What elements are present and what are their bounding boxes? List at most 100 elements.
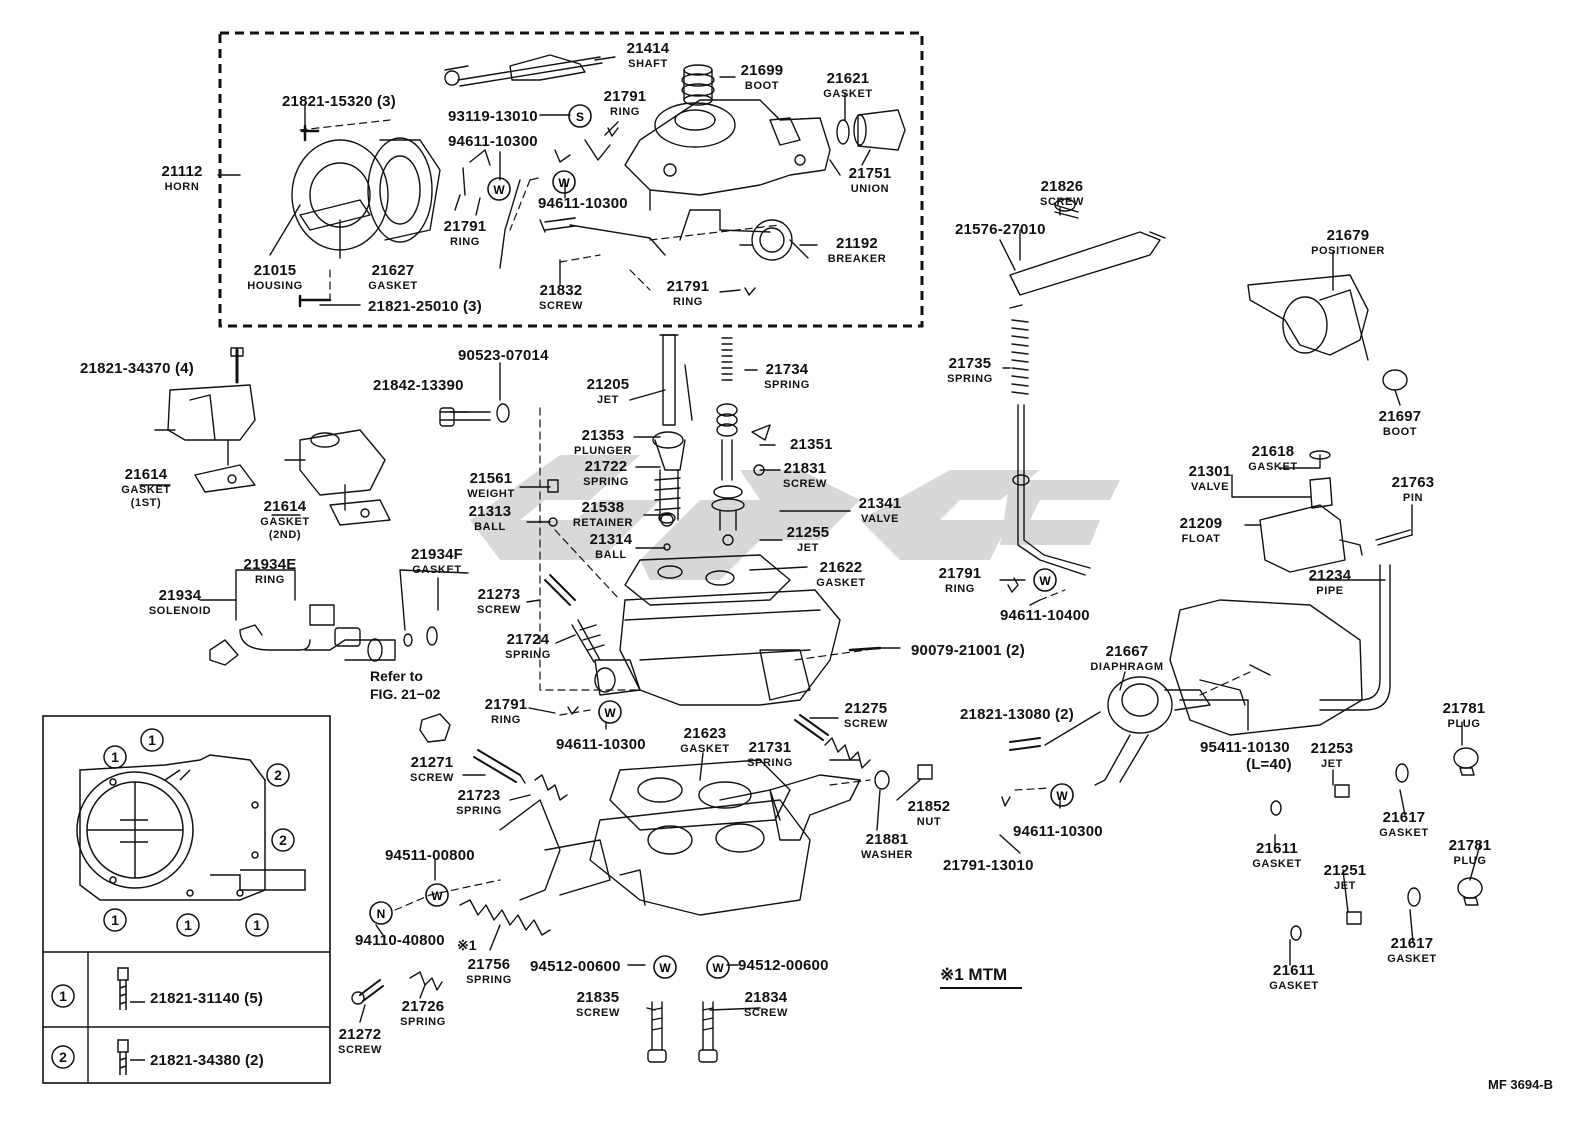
spring-21723-drawing — [534, 774, 568, 801]
spring-21731-drawing — [824, 737, 871, 769]
svg-text:W: W — [604, 706, 616, 720]
solenoid-21934-drawing — [209, 604, 438, 666]
carburetor-body-drawing — [544, 574, 882, 706]
svg-text:W: W — [1056, 789, 1068, 803]
inset-marker: 1 — [140, 728, 164, 752]
label-94512-00600-b: 94512-00600 — [738, 957, 829, 974]
label-90079-21001: 90079-21001 (2) — [911, 642, 1025, 659]
mtm-note: ※1 MTM — [940, 965, 1008, 984]
jet-plunger-drawing — [652, 334, 693, 551]
svg-text:1: 1 — [253, 917, 261, 933]
label-21821-25010: 21821-25010 (3) — [368, 298, 482, 315]
housing-21015-drawing — [291, 124, 441, 308]
shaft-21414-drawing — [444, 54, 603, 87]
horn-assembly-frame — [218, 31, 924, 328]
svg-text:W: W — [431, 889, 443, 903]
screw-21832-drawing — [539, 217, 576, 233]
svg-text:N: N — [377, 907, 386, 921]
watermark — [470, 455, 1120, 580]
screw-21821-13080-drawing — [1009, 737, 1041, 751]
horn-body-drawing — [624, 99, 841, 211]
label-94611-10300-d: 94611-10300 — [556, 736, 646, 753]
diaphragm-21667-drawing — [1094, 676, 1211, 786]
washer-symbol: W — [653, 955, 677, 979]
screw-21842-drawing — [439, 403, 510, 427]
gasket-21614-1st-drawing — [154, 347, 256, 493]
nut-symbol: N — [369, 901, 393, 925]
gasket-21614-2nd-drawing — [284, 429, 391, 526]
snap-symbol: S — [568, 104, 592, 128]
svg-text:S: S — [576, 110, 584, 124]
svg-text:1: 1 — [111, 912, 119, 928]
screw-21271-drawing — [473, 749, 526, 784]
label-21842-13390: 21842-13390 — [373, 377, 464, 394]
refer-fig-note: FIG. 21−02 — [370, 686, 441, 702]
label-21821-15320: 21821-15320 (3) — [282, 93, 396, 110]
breaker-21192-drawing — [679, 209, 809, 261]
svg-text:1: 1 — [148, 732, 156, 748]
washer-symbol: W — [598, 700, 622, 724]
label-95411-10130: 95411-10130(L=40) — [1200, 739, 1292, 773]
svg-text:W: W — [1039, 574, 1051, 588]
svg-text:W: W — [493, 183, 505, 197]
washer-symbol: W — [1033, 568, 1057, 592]
legend-symbol-1: 1 — [51, 984, 75, 1008]
label-21791-13010: 21791-13010 — [943, 857, 1034, 874]
plugs-jets-drawing — [1270, 747, 1483, 941]
inset-marker: 1 — [245, 913, 269, 937]
washer-symbol: W — [552, 170, 576, 194]
svg-text:1: 1 — [59, 988, 67, 1004]
svg-text:1: 1 — [184, 917, 192, 933]
spring-21756-drawing — [459, 899, 551, 936]
label-94511-00800: 94511-00800 — [385, 847, 475, 864]
drawing-code: MF 3694-B — [1488, 1077, 1554, 1092]
inset-marker: 1 — [103, 908, 127, 932]
label-21351: 21351 — [790, 436, 833, 453]
inset-marker: 2 — [271, 828, 295, 852]
alignment-lines — [299, 119, 1251, 911]
label-90523-07014: 90523-07014 — [458, 347, 549, 364]
